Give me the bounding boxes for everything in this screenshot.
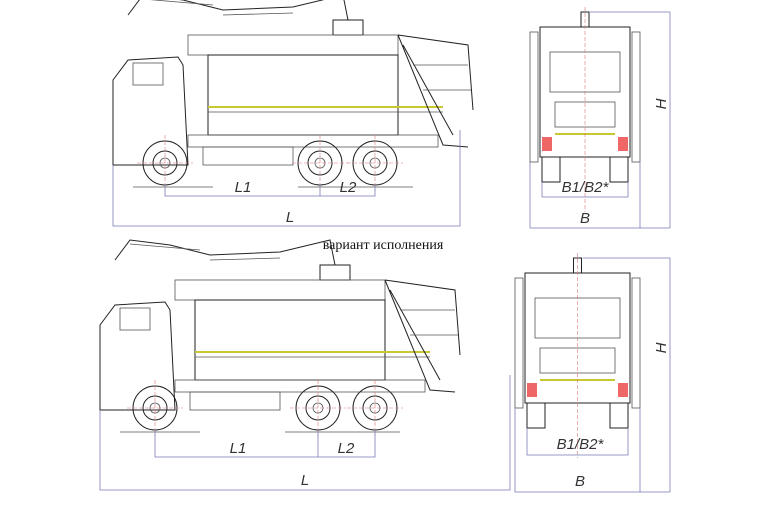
wheel — [526, 402, 546, 429]
dimension-line-l1-l2 — [154, 430, 376, 458]
chassis — [187, 134, 439, 148]
dimension-b: B — [575, 473, 585, 490]
crane-boom — [114, 239, 336, 266]
side-arm — [631, 277, 641, 409]
dimension-b1-b2: B1/B2* — [562, 179, 610, 196]
dimension-l: L — [301, 472, 309, 489]
dimension-h: H — [653, 342, 670, 353]
cab-window — [132, 62, 164, 86]
cab — [112, 56, 189, 166]
tail-light — [618, 383, 628, 397]
dimension-line-b — [529, 162, 641, 229]
side-arm — [529, 31, 539, 163]
loader-bars — [400, 309, 458, 336]
dimension-line-l — [112, 130, 461, 227]
side-arm — [514, 277, 524, 409]
wheel — [541, 156, 561, 183]
rear-loader — [384, 279, 461, 393]
dimension-line-l1-l2 — [164, 185, 376, 197]
dimension-b1-b2: B1/B2* — [557, 436, 605, 453]
crane-boom — [127, 0, 349, 21]
variant-caption: вариант исполнения — [323, 238, 444, 253]
side-view-variant — [99, 239, 511, 491]
body — [194, 299, 386, 381]
dimension-l: L — [286, 209, 294, 226]
wheel — [609, 402, 629, 429]
dimension-l1: L1 — [230, 440, 247, 457]
grab — [332, 19, 364, 36]
tail-light — [618, 137, 628, 151]
dimension-line-b1-b2 — [526, 428, 629, 456]
side-box — [202, 146, 294, 166]
tail-light — [542, 137, 552, 151]
wheel — [609, 156, 629, 183]
dimension-line-b — [514, 408, 641, 493]
dimension-line-h — [590, 11, 671, 229]
dimension-l1: L1 — [235, 179, 252, 196]
side-box — [189, 391, 281, 411]
dimension-h: H — [653, 98, 670, 109]
top-frame — [187, 34, 399, 56]
dimension-line-b1-b2 — [541, 182, 629, 198]
side-view-main — [112, 0, 474, 227]
dimension-b: B — [580, 210, 590, 227]
tail-light — [527, 383, 537, 397]
cab — [99, 301, 176, 411]
loader-bars — [413, 64, 471, 91]
rear-loader — [397, 34, 474, 148]
dimension-line-h — [582, 257, 671, 493]
dimension-line-l — [99, 375, 511, 491]
body — [207, 54, 399, 136]
cab-window — [119, 307, 151, 331]
crane-arm — [129, 243, 281, 261]
front-view-variant — [514, 253, 671, 493]
dimension-l2: L2 — [338, 440, 355, 457]
grab — [319, 264, 351, 281]
dimension-l2: L2 — [340, 179, 357, 196]
chassis — [174, 379, 426, 393]
front-view-main — [529, 7, 671, 229]
side-arm — [631, 31, 641, 163]
crane-arm — [149, 0, 294, 16]
top-frame — [174, 279, 386, 301]
